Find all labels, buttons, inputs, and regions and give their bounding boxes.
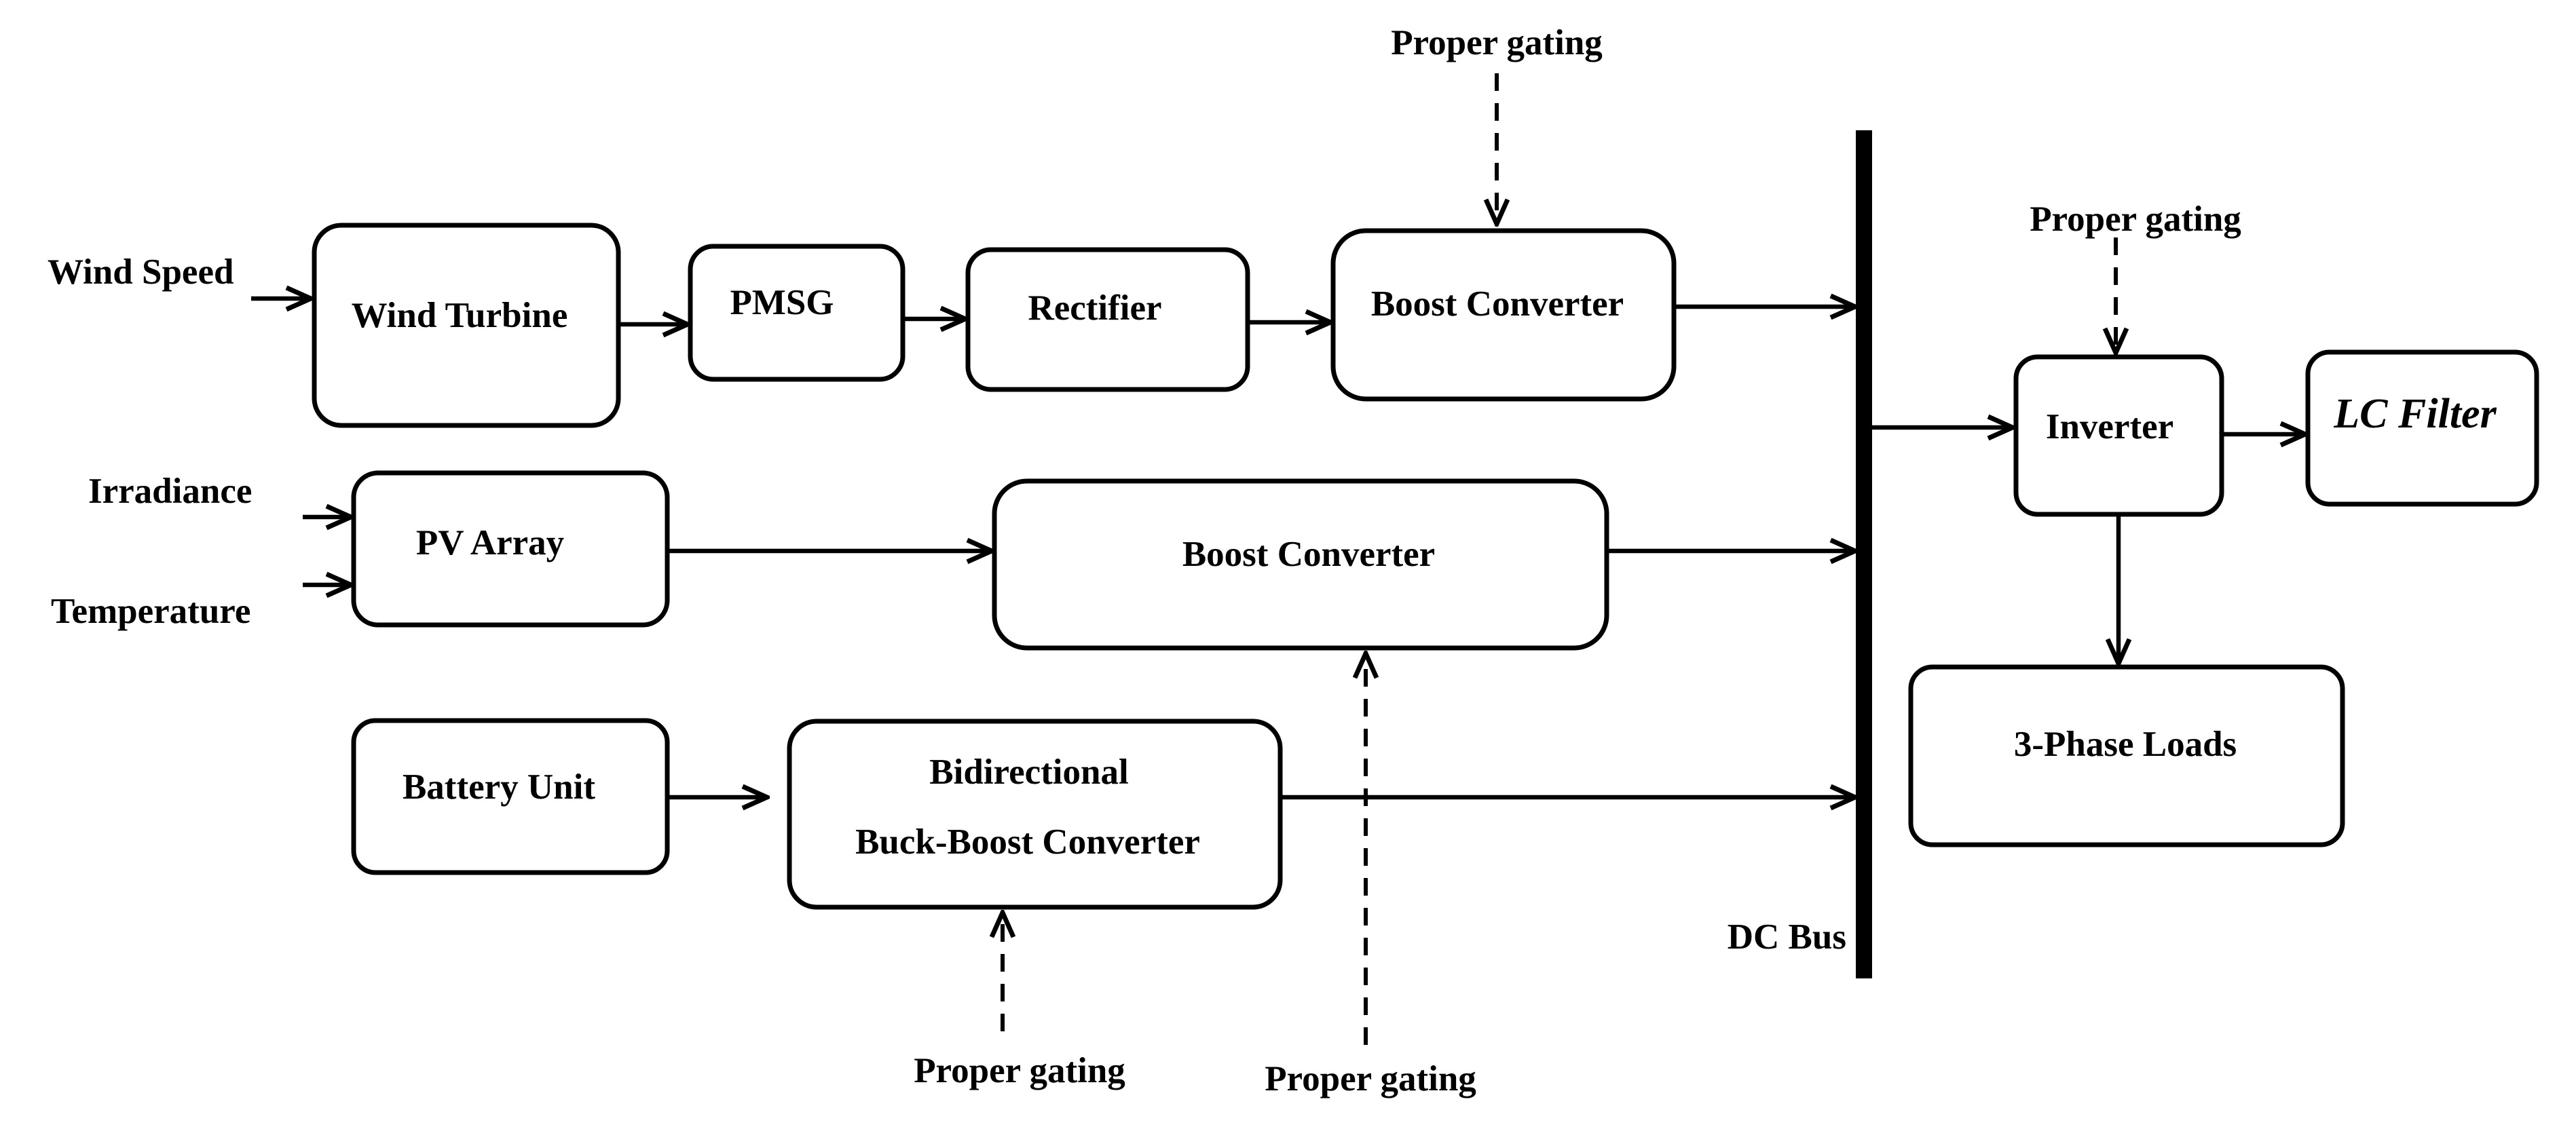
battery-unit-label: Battery Unit [403,767,595,807]
irradiance-label: Irradiance [88,472,252,511]
three-phase-loads-label: 3-Phase Loads [2014,725,2237,764]
dc-bus-bar [1856,130,1872,978]
dc-bus-label: DC Bus [1728,917,1846,957]
pmsg-block [688,244,906,382]
wind-turbine-label: Wind Turbine [352,296,568,335]
bidirectional-converter-block [787,719,1283,910]
gating-inverter-label: Proper gating [2030,199,2241,239]
lc-filter-block [2305,349,2539,507]
rectifier-block [965,247,1250,392]
gating-battery-converter-label: Proper gating [914,1051,1125,1090]
three-phase-loads-block [1908,664,2345,847]
pmsg-label: PMSG [730,283,834,322]
boost-converter-pv-label: Boost Converter [1182,535,1435,574]
bidirectional-label-line1: Bidirectional [929,752,1128,792]
pv-array-label: PV Array [416,523,564,562]
bidirectional-label-line2: Buck-Boost Converter [855,822,1200,862]
temperature-label: Temperature [51,592,250,631]
boost-converter-pv-block [992,478,1609,651]
inverter-label: Inverter [2046,407,2173,446]
gating-wind-boost-label: Proper gating [1391,23,1603,62]
rectifier-label: Rectifier [1028,288,1161,328]
gating-pv-boost-label: Proper gating [1265,1059,1476,1099]
boost-converter-wind-block [1330,228,1677,402]
wind-speed-label: Wind Speed [48,252,234,292]
boost-converter-wind-label: Boost Converter [1371,284,1624,324]
lc-filter-label: LC Filter [2333,391,2497,437]
